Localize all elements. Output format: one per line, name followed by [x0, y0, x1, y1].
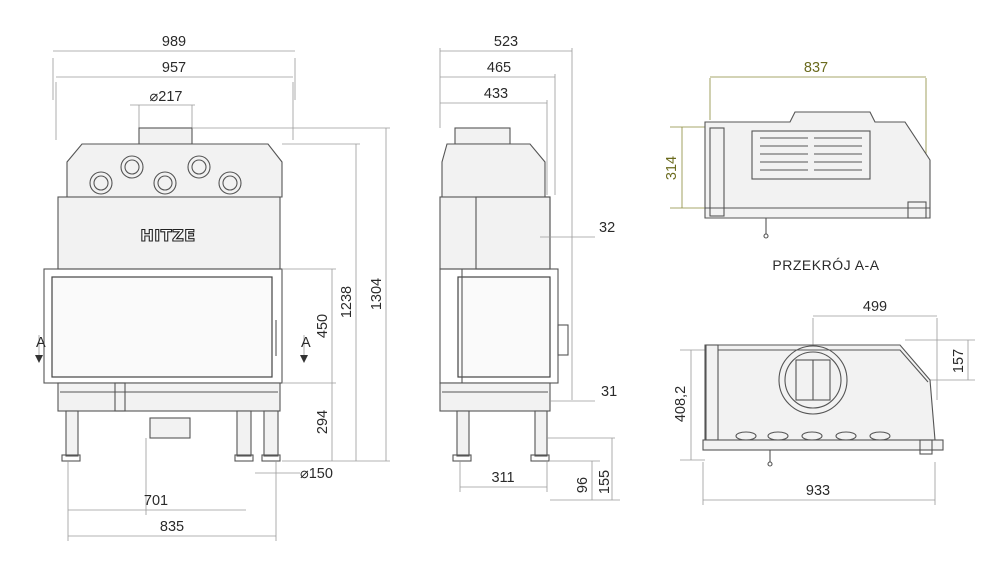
dim-701: 701: [144, 493, 168, 509]
door-glass: [51, 276, 273, 378]
front-legs: [61, 410, 281, 462]
top-hood: [66, 143, 283, 198]
side-legs: [452, 410, 550, 462]
side-flue: [454, 127, 511, 145]
dim-1304: 1304: [369, 278, 385, 310]
dim-837: 837: [804, 60, 828, 76]
section-view: 837 314 PRZEKRÓJ A-A: [664, 60, 931, 273]
brand-logo: HITZE: [140, 226, 195, 245]
front-body: [57, 196, 281, 270]
dim-989: 989: [162, 34, 186, 50]
dim-flue-diameter: ⌀217: [150, 89, 183, 105]
side-body: [439, 196, 551, 270]
side-hood: [441, 143, 546, 198]
flue-collar: [138, 127, 193, 145]
section-mark-right: A: [301, 335, 311, 351]
dim-408-2: 408,2: [673, 386, 689, 422]
dim-433: 433: [484, 86, 508, 102]
dim-835: 835: [160, 519, 184, 535]
front-base: [57, 382, 281, 412]
dim-465: 465: [487, 60, 511, 76]
section-title: PRZEKRÓJ A-A: [772, 257, 879, 273]
dim-32: 32: [599, 220, 615, 236]
dim-933: 933: [806, 483, 830, 499]
dim-450: 450: [315, 314, 331, 338]
side-base: [439, 382, 551, 412]
plan-view: 499 157 408,2 933: [673, 299, 975, 505]
dim-155: 155: [597, 470, 613, 494]
dim-leg-diameter: ⌀150: [300, 466, 333, 482]
section-outline: [704, 111, 931, 219]
dim-1238: 1238: [339, 286, 355, 318]
dim-314: 314: [664, 156, 680, 180]
dim-31: 31: [601, 384, 617, 400]
air-outlets: [89, 155, 242, 195]
front-view: 989 957 ⌀217 HITZE: [35, 34, 390, 541]
dim-523: 523: [494, 34, 518, 50]
dim-499: 499: [863, 299, 887, 315]
dim-157: 157: [951, 349, 967, 373]
plan-outline: [704, 344, 936, 441]
dim-294: 294: [315, 410, 331, 434]
plan-flue-ring: [778, 345, 848, 415]
section-mark-left: A: [36, 335, 46, 351]
dim-96: 96: [575, 477, 591, 493]
section-grille: [751, 130, 871, 180]
dim-311: 311: [491, 470, 514, 486]
dim-957: 957: [162, 60, 186, 76]
side-view: 523 465 433 32 31 311 96: [439, 34, 620, 501]
